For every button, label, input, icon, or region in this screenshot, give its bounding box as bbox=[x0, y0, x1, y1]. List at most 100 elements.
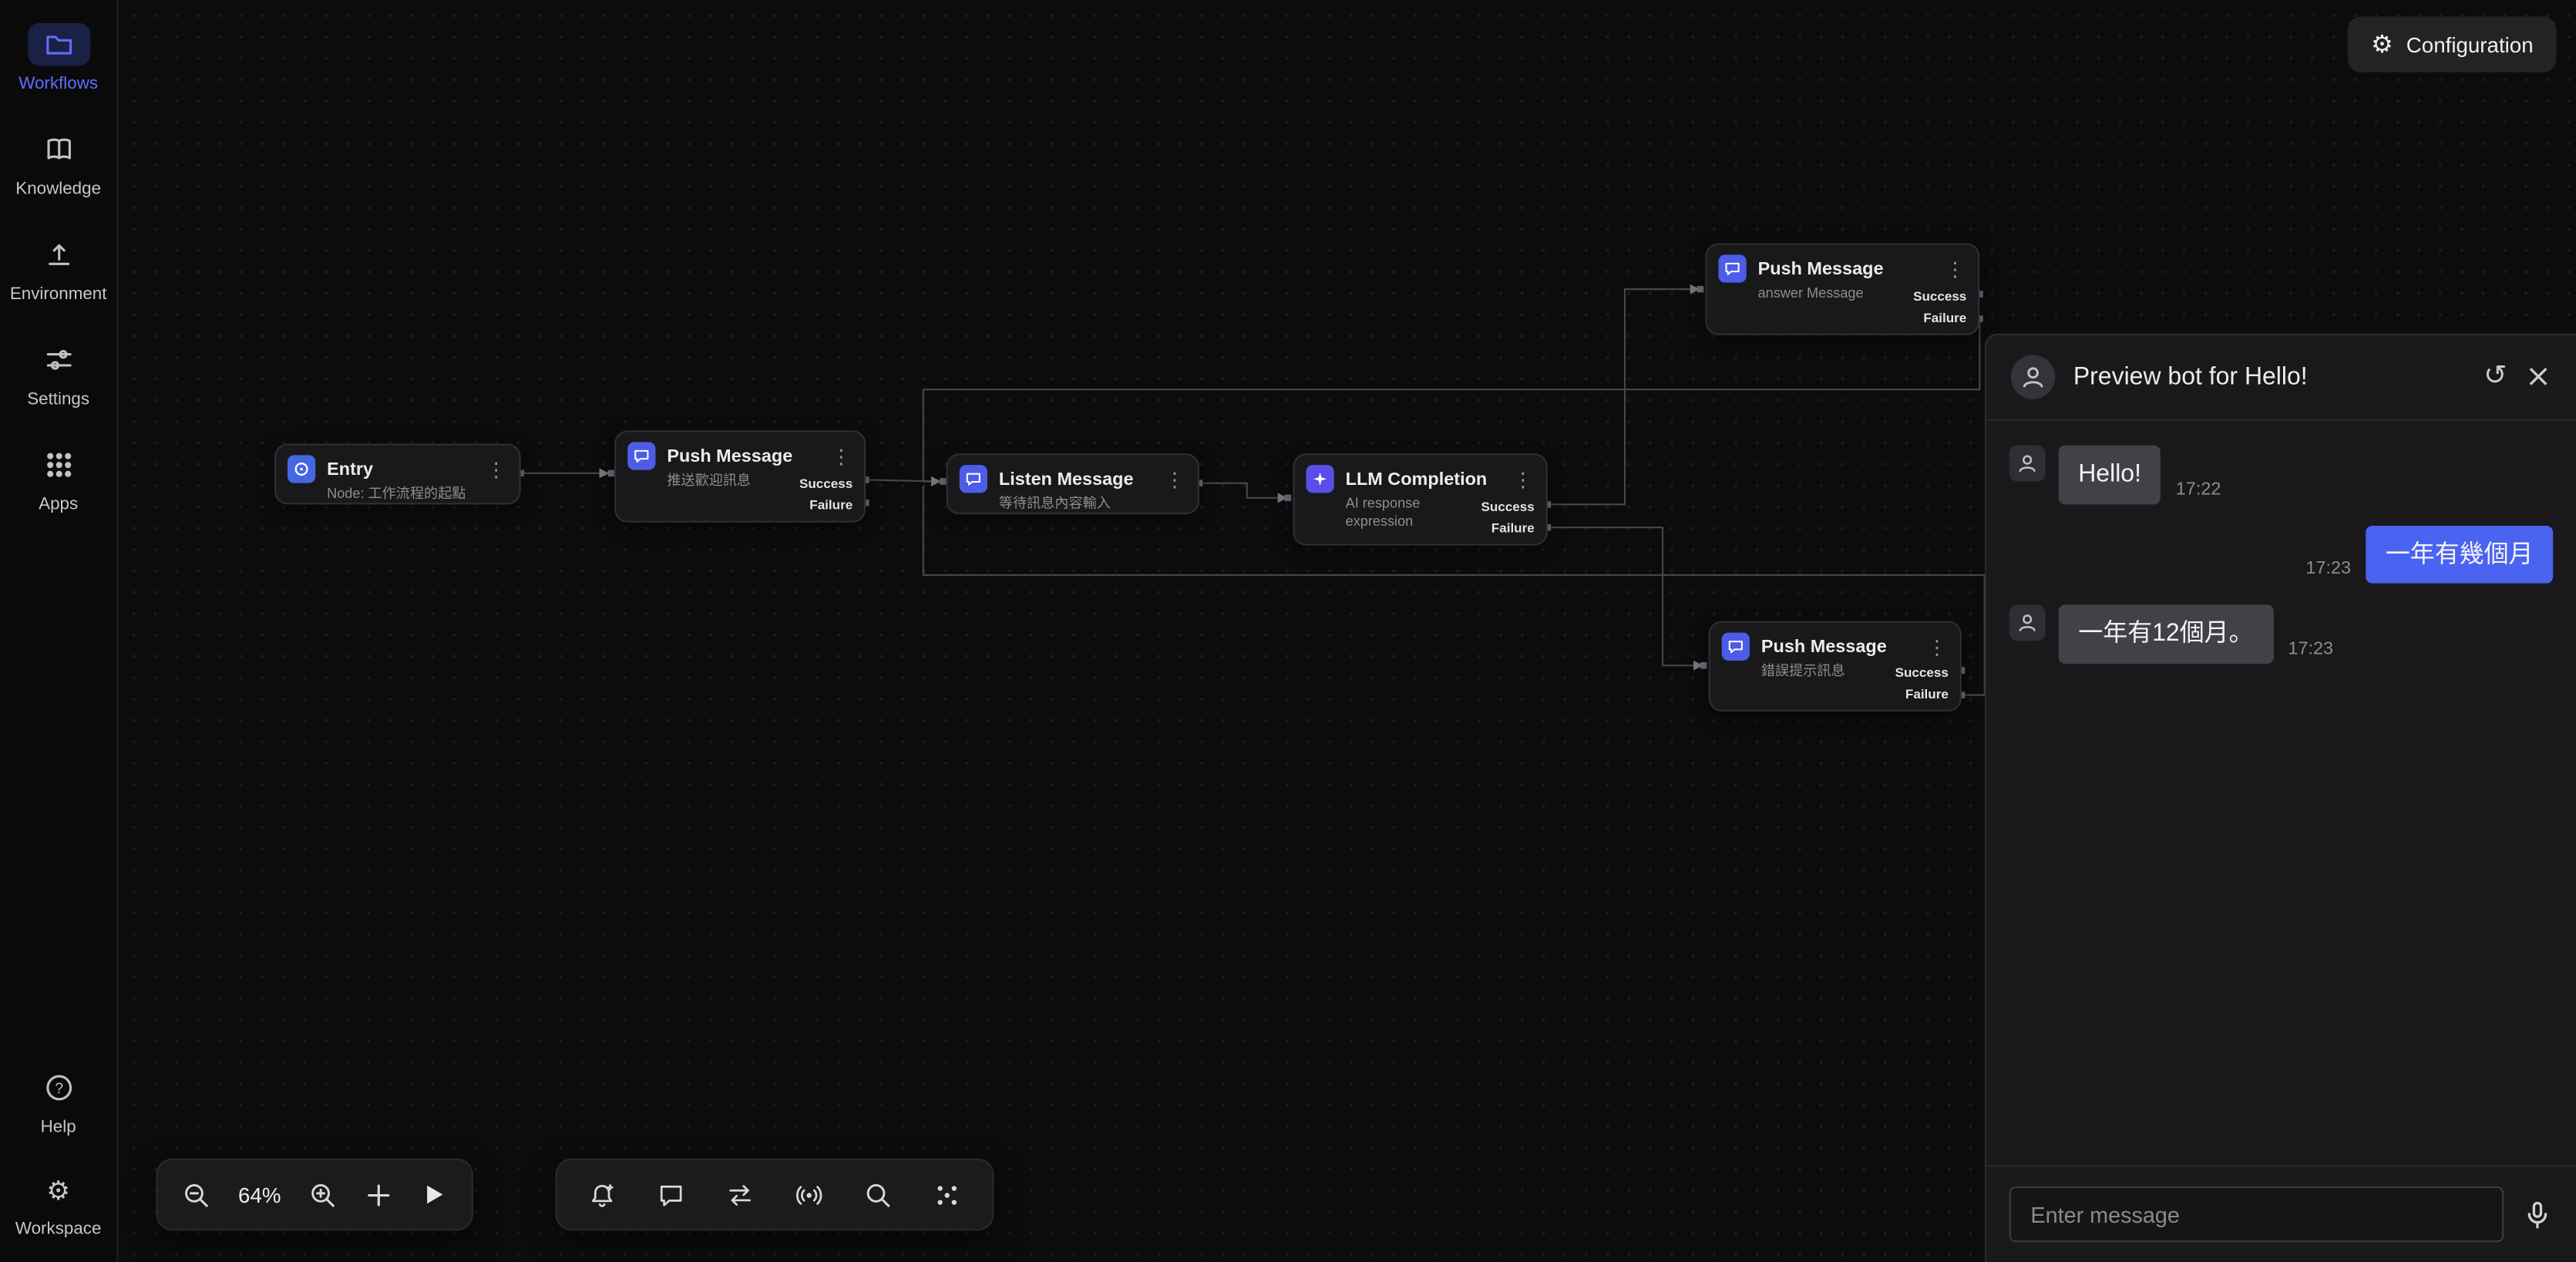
sidebar-item-knowledge[interactable]: Knowledge bbox=[0, 128, 116, 199]
search-icon[interactable] bbox=[864, 1180, 892, 1208]
chat-bubble-icon[interactable] bbox=[657, 1180, 685, 1208]
message-time: 17:22 bbox=[2175, 479, 2221, 499]
close-icon[interactable]: × bbox=[2525, 358, 2552, 395]
node-push-message-error[interactable]: Push Message ⋮ 錯誤提示訊息 Success Failure bbox=[1708, 621, 1962, 712]
svg-text:?: ? bbox=[54, 1081, 62, 1097]
message-bubble: Hello! bbox=[2058, 445, 2161, 504]
broadcast-icon[interactable] bbox=[795, 1180, 823, 1208]
node-outputs: Success Failure bbox=[1481, 499, 1535, 536]
swap-arrows-icon[interactable] bbox=[726, 1180, 754, 1208]
node-title: Push Message bbox=[1760, 636, 1887, 657]
node-menu-icon[interactable]: ⋮ bbox=[1513, 467, 1533, 491]
sidebar-item-environment[interactable]: Environment bbox=[0, 234, 116, 305]
node-subtitle: 錯誤提示訊息 bbox=[1760, 661, 1845, 679]
output-failure[interactable]: Failure bbox=[1923, 310, 1967, 326]
message-node-icon bbox=[1718, 254, 1747, 283]
zoom-level: 64% bbox=[238, 1182, 281, 1207]
bot-avatar bbox=[2009, 445, 2046, 482]
message-time: 17:23 bbox=[2305, 558, 2352, 579]
node-subtitle: answer Message bbox=[1757, 284, 1864, 301]
node-push-message-welcome[interactable]: Push Message ⋮ 推送歡迎訊息 Success Failure bbox=[614, 430, 866, 523]
message-bubble: 一年有幾個月 bbox=[2366, 524, 2554, 584]
node-title: LLM Completion bbox=[1345, 469, 1488, 490]
dots-grid-icon[interactable] bbox=[933, 1180, 961, 1208]
message-node-icon bbox=[1721, 632, 1750, 661]
node-outputs: Success Failure bbox=[1895, 665, 1949, 702]
node-listen-message[interactable]: Listen Message ⋮ 等待訊息內容輸入 bbox=[946, 453, 1199, 515]
folder-icon bbox=[27, 22, 90, 66]
configuration-button[interactable]: ⚙ Configuration bbox=[2348, 16, 2557, 72]
node-entry[interactable]: Entry ⋮ Node: 工作流程的起點 bbox=[274, 443, 521, 505]
output-failure[interactable]: Failure bbox=[1491, 520, 1535, 536]
node-title: Entry bbox=[327, 459, 374, 480]
llm-node-icon bbox=[1306, 465, 1334, 493]
node-menu-icon[interactable]: ⋮ bbox=[1165, 467, 1185, 491]
sidebar-item-label: Workspace bbox=[15, 1219, 102, 1240]
chat-messages: Hello! 17:22 17:23 一年有幾個月 一年有12個月。 17:23 bbox=[1986, 421, 2576, 1166]
output-success[interactable]: Success bbox=[1913, 289, 1967, 305]
node-push-message-answer[interactable]: Push Message ⋮ answer Message Success Fa… bbox=[1705, 243, 1980, 335]
sidebar-item-label: Settings bbox=[27, 389, 90, 409]
sidebar-item-label: Apps bbox=[39, 494, 79, 515]
sidebar-item-label: Help bbox=[40, 1117, 76, 1137]
message-bubble: 一年有12個月。 bbox=[2058, 604, 2274, 664]
output-failure[interactable]: Failure bbox=[809, 497, 853, 513]
zoom-toolbar: 64% bbox=[156, 1158, 473, 1231]
chat-message-bot: Hello! 17:22 bbox=[2009, 445, 2553, 504]
sidebar-item-workflows[interactable]: Workflows bbox=[0, 22, 116, 94]
node-subtitle: AI response expression bbox=[1345, 494, 1421, 530]
node-llm-completion[interactable]: LLM Completion ⋮ AI response expression … bbox=[1293, 453, 1548, 546]
preview-chat-panel: Preview bot for Hello! ↺ × Hello! 17:22 … bbox=[1984, 333, 2576, 1262]
node-outputs: Success Failure bbox=[799, 476, 853, 513]
gear-icon: ⚙ bbox=[46, 1174, 70, 1206]
microphone-icon[interactable] bbox=[2522, 1199, 2553, 1230]
book-icon bbox=[27, 128, 89, 170]
entry-node-icon bbox=[287, 455, 316, 483]
node-menu-icon[interactable]: ⋮ bbox=[831, 444, 852, 468]
node-menu-icon[interactable]: ⋮ bbox=[1945, 257, 1966, 281]
message-node-icon bbox=[959, 465, 987, 493]
sidebar-item-label: Knowledge bbox=[15, 179, 102, 199]
output-success[interactable]: Success bbox=[1895, 665, 1949, 681]
node-title: Listen Message bbox=[998, 469, 1134, 490]
bot-avatar bbox=[2009, 604, 2046, 641]
node-menu-icon[interactable]: ⋮ bbox=[486, 457, 506, 481]
sidebar-item-settings[interactable]: Settings bbox=[0, 338, 116, 409]
node-title: Push Message bbox=[1757, 258, 1884, 279]
output-success[interactable]: Success bbox=[1481, 499, 1535, 515]
sidebar-item-help[interactable]: ? Help bbox=[0, 1066, 116, 1137]
sidebar: Workflows Knowledge Environment Settings… bbox=[0, 0, 119, 1262]
notification-add-icon[interactable] bbox=[588, 1180, 616, 1208]
gear-icon: ⚙ bbox=[2371, 29, 2393, 59]
run-icon[interactable] bbox=[421, 1181, 447, 1207]
add-icon[interactable] bbox=[365, 1180, 392, 1208]
chat-input-bar bbox=[1986, 1165, 2576, 1262]
zoom-out-icon[interactable] bbox=[183, 1180, 210, 1208]
sidebar-item-label: Environment bbox=[9, 284, 107, 305]
node-title: Push Message bbox=[667, 446, 793, 466]
chat-header: Preview bot for Hello! ↺ × bbox=[1986, 335, 2576, 421]
bot-avatar bbox=[2010, 355, 2056, 399]
output-success[interactable]: Success bbox=[799, 476, 853, 492]
upload-icon bbox=[27, 234, 89, 276]
help-circle-icon: ? bbox=[27, 1066, 89, 1109]
node-subtitle: 等待訊息內容輸入 bbox=[998, 494, 1111, 511]
zoom-in-icon[interactable] bbox=[309, 1180, 337, 1208]
message-input[interactable] bbox=[2009, 1186, 2504, 1243]
configuration-label: Configuration bbox=[2406, 32, 2534, 57]
message-time: 17:23 bbox=[2288, 638, 2334, 658]
node-subtitle: 推送歡迎訊息 bbox=[667, 471, 752, 489]
sliders-icon bbox=[27, 338, 89, 381]
chat-title: Preview bot for Hello! bbox=[2073, 363, 2308, 392]
node-menu-icon[interactable]: ⋮ bbox=[1927, 634, 1947, 658]
sidebar-item-label: Workflows bbox=[18, 73, 99, 94]
output-failure[interactable]: Failure bbox=[1905, 686, 1949, 702]
apps-grid-icon bbox=[27, 443, 89, 486]
reset-chat-icon[interactable]: ↺ bbox=[2484, 359, 2507, 393]
chat-message-user: 17:23 一年有幾個月 bbox=[2009, 524, 2554, 584]
chat-message-bot: 一年有12個月。 17:23 bbox=[2009, 604, 2553, 664]
node-outputs: Success Failure bbox=[1913, 289, 1967, 326]
message-node-icon bbox=[627, 442, 656, 470]
sidebar-item-apps[interactable]: Apps bbox=[0, 443, 116, 514]
sidebar-item-workspace[interactable]: ⚙ Workspace bbox=[0, 1172, 116, 1239]
